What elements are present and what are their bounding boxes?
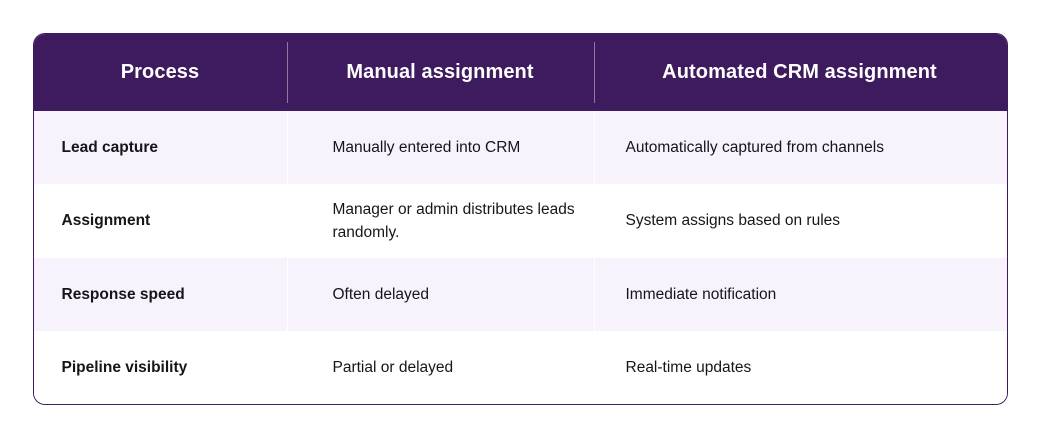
table-row: Response speed Often delayed Immediate n… (33, 258, 1007, 332)
column-header-manual-assignment: Manual assignment (286, 34, 594, 111)
cell-text: Pipeline visibility (61, 359, 188, 377)
cell-text: Manager or admin distributes leads rando… (332, 200, 575, 241)
cell-process: Pipeline visibility (34, 331, 287, 404)
cell-text: Automatically captured from channels (625, 138, 884, 156)
cell-automated-crm-assignment: Automatically captured from channels (593, 110, 1006, 184)
cell-manual-assignment: Partial or delayed (287, 331, 594, 404)
table-row: Assignment Manager or admin distributes … (33, 183, 1007, 259)
comparison-table: Process Manual assignment Automated CRM … (32, 32, 1008, 406)
cell-text: Immediate notification (625, 286, 777, 304)
column-header-automated-crm-assignment: Automated CRM assignment (593, 34, 1006, 111)
cell-text: Lead capture (61, 138, 158, 156)
cell-process: Lead capture (34, 111, 287, 184)
cell-manual-assignment: Often delayed (286, 258, 594, 332)
cell-text: System assigns based on rules (625, 212, 841, 230)
cell-text: Assignment (61, 212, 151, 230)
cell-automated-crm-assignment: System assigns based on rules (594, 184, 1006, 259)
cell-text: Response speed (61, 286, 185, 304)
cell-text: Manually entered into CRM (332, 138, 521, 156)
cell-manual-assignment: Manually entered into CRM (286, 110, 594, 184)
cell-manual-assignment: Manager or admin distributes leads rando… (287, 184, 594, 259)
table-header-row: Process Manual assignment Automated CRM … (33, 33, 1007, 111)
cell-automated-crm-assignment: Immediate notification (593, 258, 1006, 332)
table-row: Pipeline visibility Partial or delayed R… (33, 331, 1007, 405)
cell-automated-crm-assignment: Real-time updates (594, 331, 1006, 404)
column-header-process: Process (120, 60, 200, 83)
cell-text: Often delayed (332, 286, 430, 304)
cell-process: Assignment (34, 184, 287, 259)
cell-text: Partial or delayed (332, 359, 454, 377)
cell-text: Real-time updates (625, 359, 752, 377)
table-row: Lead capture Manually entered into CRM A… (33, 110, 1007, 184)
cell-process: Response speed (34, 258, 287, 331)
